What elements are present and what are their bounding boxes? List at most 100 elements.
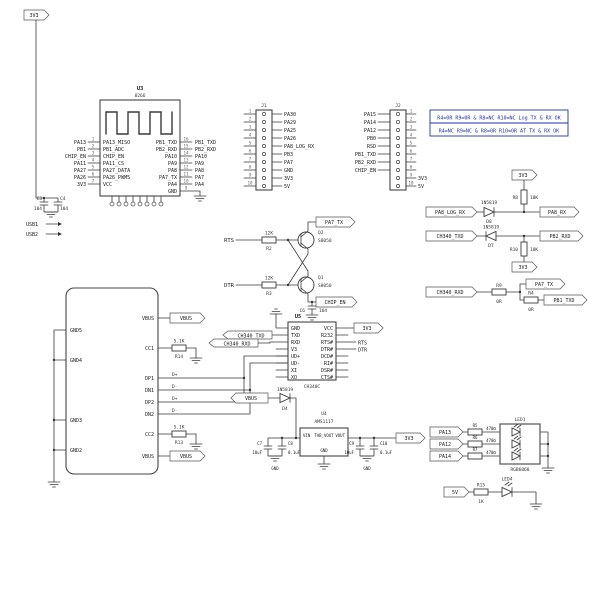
net-label: 3V3 — [362, 326, 371, 332]
ic-pin-name: DSR# — [321, 368, 333, 374]
ic-pin-name: GND — [320, 448, 328, 453]
pin-number: 7 — [92, 179, 95, 184]
pin-number: 5 — [92, 165, 95, 170]
junction-dot — [358, 436, 362, 440]
net-label: PA14 — [439, 454, 451, 460]
resistor-value: 12K — [265, 231, 273, 237]
antenna-icon — [105, 111, 173, 135]
cap-ref: C7 — [257, 441, 262, 446]
usb-pin-name: CC1 — [145, 346, 154, 352]
module-pin-name: PA11_CS — [103, 161, 124, 167]
net-label: PB1 — [77, 147, 86, 153]
dtr-label: DTR — [358, 348, 368, 354]
net-flag-pa14: PA14 — [429, 450, 464, 462]
ic-pin-name: VOUT — [335, 433, 345, 438]
wires-header1 — [243, 113, 283, 187]
net-flag-pb2-rxd: PB2_RXD — [539, 230, 584, 242]
pin-number: 4 — [410, 133, 413, 138]
usb-pin-name: GND3 — [70, 418, 82, 424]
resistor-ref: R2 — [266, 246, 272, 252]
pin-circle — [262, 152, 266, 156]
cap-value: 10uF — [252, 450, 262, 455]
module-pin-name: PB1_ADC — [103, 147, 124, 153]
module-pin-name: PA7_TX — [159, 175, 177, 181]
junction-dot — [286, 283, 290, 287]
header2-body — [389, 109, 407, 191]
usb-pin-name: GND5 — [70, 328, 82, 334]
usb1-label: USB1 — [26, 222, 38, 228]
pin-number: 9 — [185, 186, 188, 191]
module-pin-name: PA10 — [165, 154, 177, 160]
pin-circle — [396, 128, 400, 132]
header-ref: J2 — [395, 103, 401, 109]
pin-number: 10 — [183, 179, 189, 184]
header1-body — [255, 109, 273, 191]
net-label: PA26 — [284, 136, 296, 142]
net-label: PA7_TX — [325, 220, 343, 226]
net-flag-3v3: 3V3 — [353, 322, 384, 334]
section-power-rail: 3V3 C3 104 C4 104 USB1 USB2 — [23, 9, 68, 238]
usb-pin-name: CC2 — [145, 432, 154, 438]
pin-number: 2 — [92, 144, 95, 149]
module-pad — [116, 201, 122, 207]
pin-number: 3 — [410, 125, 413, 130]
net-label: VBUS — [180, 316, 192, 322]
wires-serial — [476, 179, 545, 301]
net-label: 3V3 — [77, 182, 86, 188]
pin-number: 1 — [249, 109, 252, 114]
pin-number: 2 — [410, 117, 413, 122]
module-pad — [130, 201, 136, 207]
junction-dot — [294, 436, 298, 440]
diode-part: 1N5819 — [481, 200, 498, 206]
cap-ref: C4 — [60, 196, 66, 202]
net-label: PA15 — [364, 112, 376, 118]
cap-value: 10uF — [344, 450, 354, 455]
ic-pin-name: XI — [291, 368, 297, 374]
transistor-q2: Q2 S8050 — [297, 230, 332, 250]
net-label: CH340_RXD — [223, 341, 250, 347]
module-pin-name: VCC — [103, 182, 112, 188]
pin-circle — [396, 136, 400, 140]
pin-circle — [262, 168, 266, 172]
resistor-value: 470Ω — [486, 438, 496, 443]
diode-d7: 1N5819 D7 — [483, 225, 500, 250]
diode-part: 1N5819 — [483, 225, 500, 231]
net-label: PB2_RXD — [355, 160, 376, 166]
ic-pin-name: XO — [291, 375, 297, 381]
resistor-value: 5.1K — [174, 339, 185, 345]
module-pin-name: PB2_RXD — [156, 147, 177, 153]
net-flag-3v3: 3V3 — [511, 261, 538, 273]
net-label: PA12 — [439, 442, 451, 448]
net-label: VBUS — [180, 454, 192, 460]
net-flag-pa13: PA13 — [429, 426, 464, 438]
gnd-label: GND — [363, 466, 371, 471]
section-serial-routing: PA8_LOG_RX 1N5819 D8 R8 10K 3V3 PA8_RX C… — [425, 169, 588, 313]
net-label: CHIP_EN — [65, 154, 86, 160]
ic-pin-name: R232 — [321, 333, 333, 339]
net-flag-ch340-rxd: CH340_RXD — [425, 286, 478, 298]
net-label: PA30 — [284, 112, 296, 118]
diode-ref: D8 — [486, 219, 492, 225]
net-flag-ch340-txd: CH340_TXD — [425, 230, 478, 242]
module-body — [99, 99, 181, 197]
net-flag-pa8-rx: PA8_RX — [539, 206, 580, 218]
usb-pin-name: DP1 — [145, 376, 154, 382]
ic-pin-name: RXD — [291, 340, 300, 346]
resistor-r9: R9 0R — [491, 283, 507, 305]
net-flag-pa12: PA12 — [429, 438, 464, 450]
cap-value: 0.1uF — [380, 450, 393, 455]
net-label: PA29 — [284, 120, 296, 126]
pin-number: 1 — [92, 137, 95, 142]
cap-value: 104 — [34, 206, 42, 212]
pin-circle — [396, 160, 400, 164]
junction-dot — [310, 300, 314, 304]
resistor-ref: R14 — [175, 354, 183, 360]
resistor-ref: R6 — [473, 435, 478, 440]
pin-number: 9 — [249, 173, 252, 178]
section-module: U3 8266 PA13_MISOPB1_ADCCHIP_ENPA11_CSPA… — [65, 86, 216, 207]
rts-label: RTS — [358, 341, 367, 347]
junction-dot — [52, 358, 56, 362]
transistor-ref: Q1 — [318, 275, 324, 281]
net-label: 3V3 — [284, 176, 293, 182]
